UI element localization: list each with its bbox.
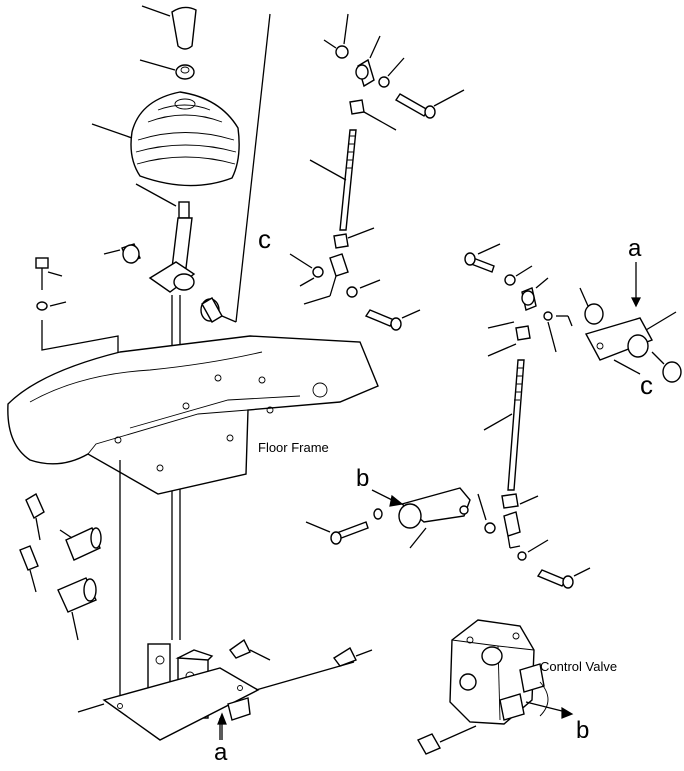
right-nut-2 xyxy=(543,311,557,353)
knob-nut xyxy=(139,59,195,80)
ref-b-right: b xyxy=(576,717,589,744)
left-bolt xyxy=(35,257,63,290)
ref-c-right: c xyxy=(640,370,653,400)
right-bolt-1 xyxy=(464,243,501,273)
lower-nut xyxy=(477,493,496,534)
ref-arrow-a-top xyxy=(631,262,641,308)
ball-joint-right xyxy=(521,277,549,311)
ref-a-top: a xyxy=(628,235,642,262)
floor-frame-label: Floor Frame xyxy=(258,440,329,455)
ref-c-left: c xyxy=(258,224,271,254)
ref-arrow-b-right xyxy=(525,701,574,719)
left-washer xyxy=(36,301,67,311)
floor-frame xyxy=(7,335,379,495)
grease-fitting-upper xyxy=(25,492,45,541)
mount-bolt-left xyxy=(229,638,271,661)
rod-end-upper xyxy=(303,227,375,305)
lever-bushing xyxy=(103,243,141,264)
linkage-rod-lower xyxy=(483,359,525,491)
washer-c-left xyxy=(289,253,324,287)
grease-fitting-lower xyxy=(19,545,39,593)
upper-locknut xyxy=(349,99,397,131)
rod-nut-upper xyxy=(346,279,381,298)
upper-nut-2 xyxy=(378,57,405,88)
bellcrank-bolt xyxy=(305,521,369,545)
bellcrank-arm xyxy=(398,487,471,549)
ref-b-left: b xyxy=(356,465,369,492)
upper-bolt xyxy=(395,89,465,119)
lower-washer xyxy=(517,539,549,561)
right-nut-1 xyxy=(504,265,533,286)
bellcrank-washer xyxy=(373,508,383,520)
ref-arrow-b-left xyxy=(371,489,404,507)
right-bushing-2 xyxy=(651,351,682,383)
ref-arrow-a-bottom xyxy=(217,712,227,740)
pivot-bushing xyxy=(200,13,271,323)
ball-joint-upper xyxy=(355,35,381,88)
mount-bolt-right xyxy=(332,646,373,667)
ref-a-bottom: a xyxy=(214,739,228,766)
control-valve xyxy=(449,619,549,725)
rod-bolt-upper xyxy=(364,309,421,331)
rod-end-lower xyxy=(501,493,539,549)
pin-upper xyxy=(59,527,102,561)
right-lever-arm xyxy=(584,311,677,375)
upper-nut-1 xyxy=(323,13,349,59)
right-locknut xyxy=(487,321,531,357)
lower-bolt xyxy=(536,567,591,589)
plate-leader xyxy=(255,661,355,691)
valve-cap xyxy=(417,725,477,755)
pin-lower xyxy=(57,577,97,641)
linkage-rod-upper xyxy=(309,129,357,231)
lever-boot xyxy=(91,91,240,187)
right-bushing-1 xyxy=(556,287,604,327)
lever-knob xyxy=(141,5,197,50)
control-valve-label: Control Valve xyxy=(540,659,617,674)
